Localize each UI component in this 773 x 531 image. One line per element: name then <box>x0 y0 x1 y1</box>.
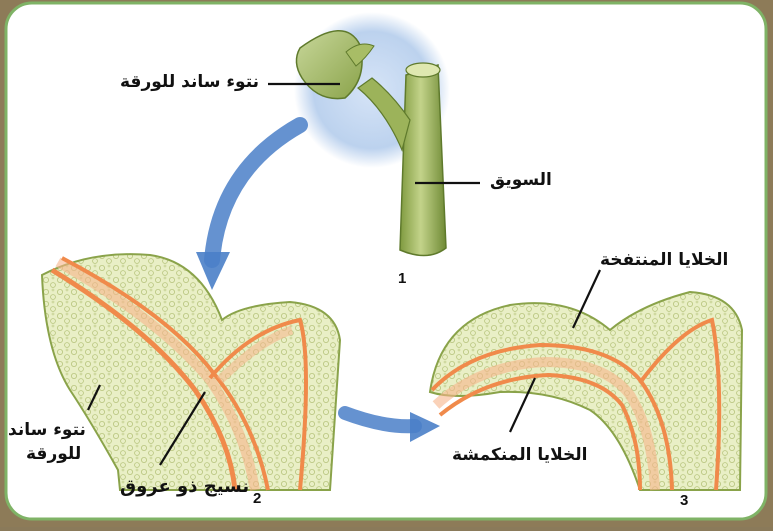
stem-shape <box>400 65 446 256</box>
stage-number-2: 2 <box>253 490 261 507</box>
label-vascular-tissue: نسيج ذو عروق <box>120 476 249 497</box>
label-leaf-support-left-line2: للورقة <box>26 444 81 464</box>
label-shrunken-cells: الخلايا المنكمشة <box>452 445 588 465</box>
stage-number-3: 3 <box>680 492 688 509</box>
label-leaf-support-left-line1: نتوء ساند <box>8 420 86 440</box>
label-swollen-cells: الخلايا المنتفخة <box>600 250 728 270</box>
stage-number-1: 1 <box>398 270 406 287</box>
label-leaf-support-top: نتوء ساند للورقة <box>120 72 259 92</box>
label-stem: السويق <box>490 170 552 190</box>
